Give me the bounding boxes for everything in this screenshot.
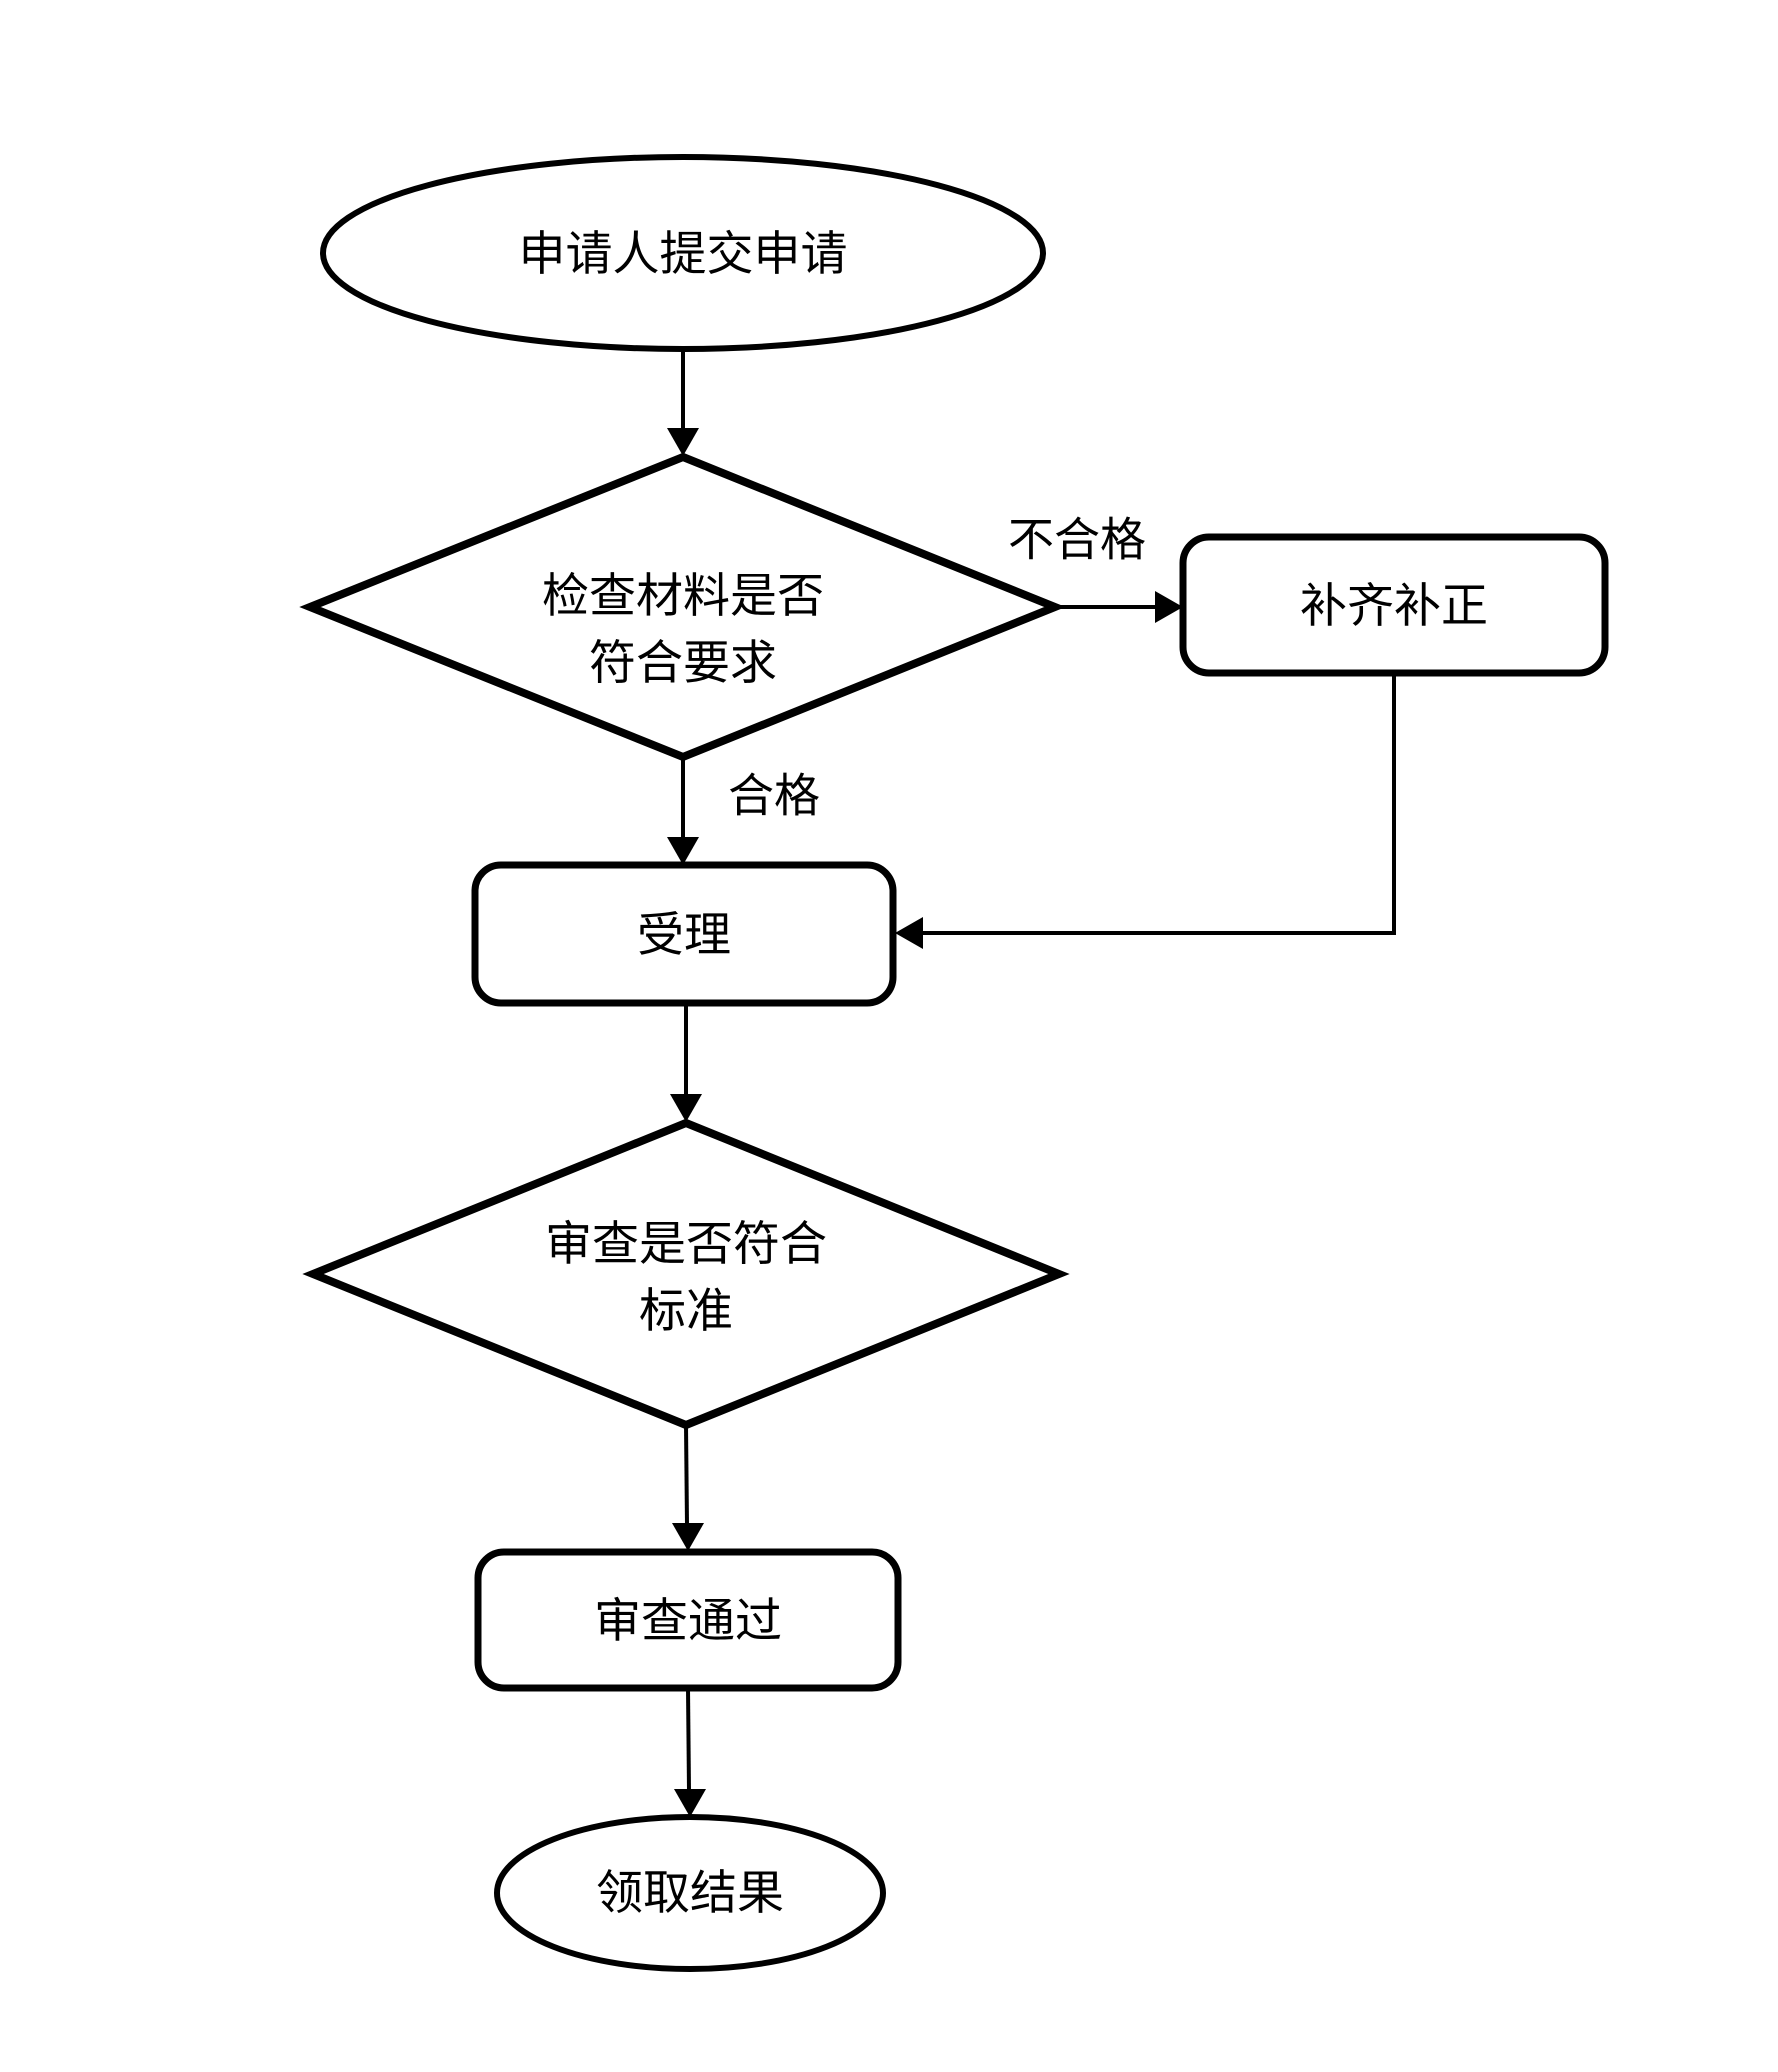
start-label: 申请人提交申请 bbox=[519, 229, 848, 281]
edge-label-pass: 合格 bbox=[728, 771, 820, 822]
arrow-left-icon bbox=[895, 917, 923, 949]
edge-start-to-check bbox=[667, 349, 699, 456]
edge-passed-to-end-line bbox=[686, 1687, 691, 1792]
edge-check-to-accept bbox=[667, 757, 699, 865]
arrow-down-icon bbox=[672, 1523, 704, 1551]
node-accept: 受理 bbox=[471, 861, 897, 1007]
check-materials-label-line1: 检查材料是否 bbox=[542, 571, 824, 623]
node-start: 申请人提交申请 bbox=[320, 154, 1046, 352]
arrow-right-icon bbox=[1155, 591, 1183, 623]
arrow-down-icon bbox=[667, 428, 699, 456]
arrow-down-icon bbox=[674, 1789, 706, 1817]
arrow-down-icon bbox=[667, 837, 699, 865]
node-check-materials: 检查材料是否 符合要求 bbox=[299, 452, 1066, 762]
accept-label: 受理 bbox=[637, 910, 731, 962]
supplement-correct-label: 补齐补正 bbox=[1300, 581, 1488, 633]
review-standard-diamond bbox=[302, 1118, 1070, 1430]
supplement-correct-box bbox=[1179, 533, 1609, 677]
start-ellipse bbox=[320, 154, 1046, 352]
review-passed-label: 审查通过 bbox=[594, 1596, 782, 1648]
end-ellipse bbox=[494, 1814, 886, 1972]
review-standard-label-line1: 审查是否符合 bbox=[545, 1219, 827, 1271]
edge-supplement-to-accept bbox=[895, 673, 1396, 949]
edge-review-to-passed-line bbox=[684, 1424, 689, 1526]
check-materials-label-line2: 符合要求 bbox=[589, 638, 777, 690]
edge-passed-to-end bbox=[674, 1687, 706, 1817]
review-standard-label-line2: 标准 bbox=[639, 1286, 733, 1338]
edge-accept-to-review bbox=[670, 1003, 702, 1122]
edge-supplement-to-accept-line bbox=[923, 673, 1396, 935]
accept-box bbox=[471, 861, 897, 1007]
node-review-standard: 审查是否符合 标准 bbox=[302, 1118, 1070, 1430]
review-passed-box bbox=[474, 1548, 902, 1692]
edge-label-fail: 不合格 bbox=[1008, 515, 1146, 566]
node-review-passed: 审查通过 bbox=[474, 1548, 902, 1692]
edge-review-to-passed bbox=[672, 1424, 704, 1551]
check-materials-diamond bbox=[299, 452, 1066, 762]
node-supplement-correct: 补齐补正 bbox=[1179, 533, 1609, 677]
end-label: 领取结果 bbox=[596, 1868, 784, 1920]
edge-check-to-supplement bbox=[1055, 591, 1183, 623]
node-end: 领取结果 bbox=[494, 1814, 886, 1972]
arrow-down-icon bbox=[670, 1094, 702, 1122]
